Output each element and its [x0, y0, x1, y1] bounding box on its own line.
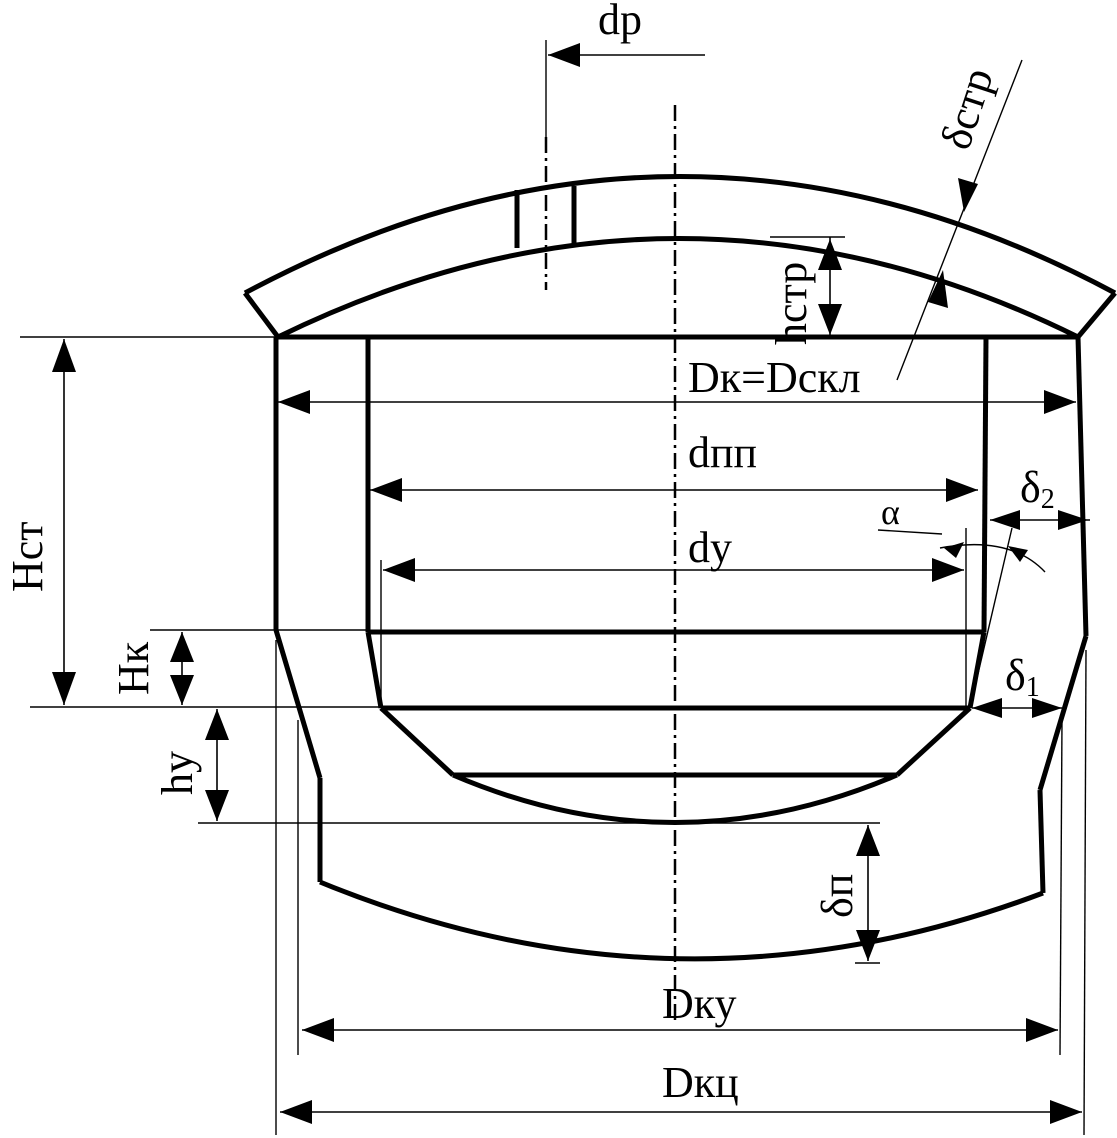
- inner-wall-right: [981, 336, 989, 633]
- h-y-arrow-top: [205, 709, 229, 740]
- label-dkts: Dкц: [662, 1058, 739, 1107]
- outer-shell: [273, 334, 1089, 962]
- dp-arrowhead: [548, 43, 580, 67]
- delta2-arrow-right: [1058, 510, 1088, 530]
- dpp-arrow-left: [370, 478, 402, 502]
- bottom-outer-arc: [319, 879, 1044, 962]
- dy-arrow-right: [932, 558, 964, 582]
- label-delta2-sub: 2: [1041, 484, 1055, 515]
- label-dk-dskl: Dк=Dскл: [688, 353, 861, 402]
- dky-arrow-right: [1026, 1018, 1058, 1042]
- h-st-arrow-bottom: [52, 672, 76, 705]
- inner-cavity: [365, 336, 989, 825]
- inner-taper-left: [365, 631, 384, 709]
- h-k-arrow-bottom: [170, 675, 194, 705]
- delta2-arrow-left: [990, 510, 1020, 530]
- outer-foot-right: [1037, 789, 1046, 894]
- dk-arrow-right: [1044, 390, 1076, 414]
- dkts-arrow-left: [280, 1100, 312, 1124]
- label-h-y: hу: [153, 751, 202, 795]
- label-delta2: δ2: [1020, 463, 1055, 515]
- label-h-k: Hк: [109, 641, 158, 695]
- h-k-arrow-top: [170, 632, 194, 662]
- outer-wall-right: [1075, 336, 1089, 637]
- alpha-leader: [877, 529, 943, 535]
- alpha-arrow-right: [1008, 546, 1028, 562]
- alpha-extension: [969, 527, 1013, 709]
- dky-arrow-left: [302, 1018, 334, 1042]
- delta1-arrow-left: [972, 698, 1002, 718]
- bottom-chamfer-left: [379, 706, 455, 777]
- labels: dр δстр hстр Dк=Dскл dпп α δ2 dу Hст Hк …: [3, 0, 1055, 1107]
- delta-p-arrow-bottom: [856, 930, 880, 961]
- delta-str-arrow-bottom: [928, 270, 948, 308]
- label-dpp: dпп: [688, 428, 757, 477]
- h-str-arrow-top: [818, 239, 842, 270]
- crown-left-edge: [243, 291, 280, 339]
- dky-extension-right: [1059, 719, 1063, 1056]
- label-dky: Dку: [662, 979, 737, 1028]
- label-delta-p: δп: [813, 874, 862, 918]
- h-st-arrow-top: [52, 339, 76, 372]
- outer-taper-left: [273, 629, 323, 779]
- delta-p-arrow-top: [856, 825, 880, 856]
- h-y-arrow-bottom: [205, 790, 229, 821]
- label-delta1-sub: 1: [1026, 672, 1040, 703]
- label-alpha: α: [881, 492, 900, 532]
- label-delta2-base: δ: [1020, 463, 1041, 512]
- label-delta1-base: δ: [1005, 651, 1026, 700]
- label-dp: dр: [598, 0, 642, 44]
- dimension-lines: [20, 40, 1090, 1136]
- delta-str-leader: [896, 59, 1023, 381]
- h-str-arrow-bottom: [818, 304, 842, 335]
- crown-dome: [243, 174, 1117, 340]
- label-h-str: hстр: [767, 262, 816, 345]
- label-delta-str: δстр: [931, 62, 1003, 155]
- label-delta1: δ1: [1005, 651, 1040, 703]
- dkts-extension-right: [1083, 649, 1087, 1136]
- dkts-arrow-right: [1050, 1100, 1082, 1124]
- delta-str-arrow-top: [958, 178, 978, 212]
- crown-outer-arc: [243, 174, 1117, 296]
- dk-arrow-left: [278, 390, 310, 414]
- label-h-st: Hст: [3, 521, 52, 592]
- label-dy: dу: [688, 523, 732, 572]
- dy-arrow-left: [383, 558, 415, 582]
- dpp-arrow-right: [946, 478, 978, 502]
- outer-taper-right: [1037, 635, 1089, 791]
- bottom-chamfer-right: [895, 706, 972, 777]
- crown-inner-arc: [276, 236, 1080, 340]
- delta1-arrow-right: [1032, 698, 1062, 718]
- crown-right-edge: [1076, 291, 1117, 339]
- alpha-arrow-left: [944, 542, 964, 558]
